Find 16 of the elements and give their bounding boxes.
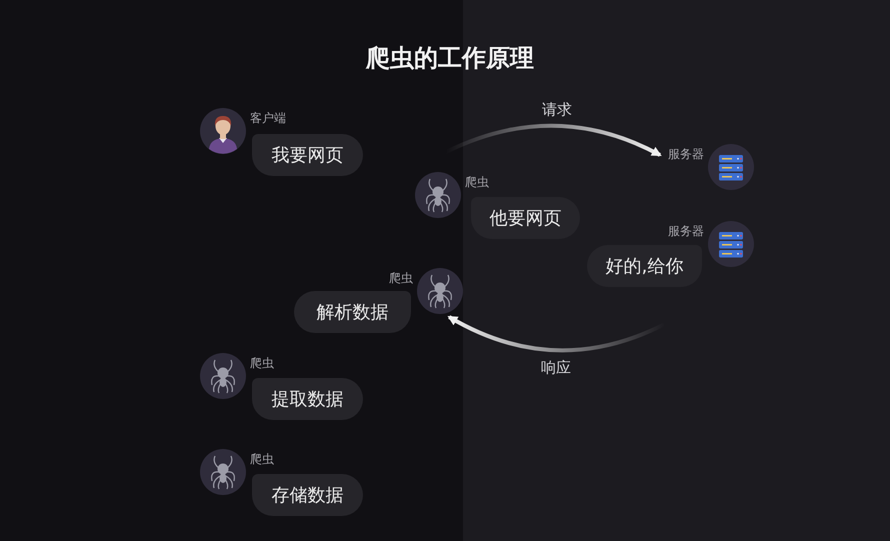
sender-name: 爬虫 xyxy=(250,451,274,468)
title: 爬虫的工作原理 xyxy=(364,43,535,74)
edge-label: 请求 xyxy=(542,100,572,120)
chat-bubble: 解析数据 xyxy=(294,291,411,333)
chat-bubble: 存储数据 xyxy=(252,474,363,516)
chat-bubble: 我要网页 xyxy=(252,134,363,176)
chat-bubble: 提取数据 xyxy=(252,378,363,420)
sender-name: 服务器 xyxy=(668,223,704,240)
chat-bubble: 他要网页 xyxy=(471,197,580,239)
sender-name: 爬虫 xyxy=(465,174,489,191)
chat-bubble: 好的,给你 xyxy=(587,245,702,287)
sender-name: 服务器 xyxy=(668,146,704,163)
sender-name: 客户端 xyxy=(250,110,286,127)
sender-name: 爬虫 xyxy=(389,270,413,287)
edge-label: 响应 xyxy=(541,358,571,378)
sender-name: 爬虫 xyxy=(250,355,274,372)
